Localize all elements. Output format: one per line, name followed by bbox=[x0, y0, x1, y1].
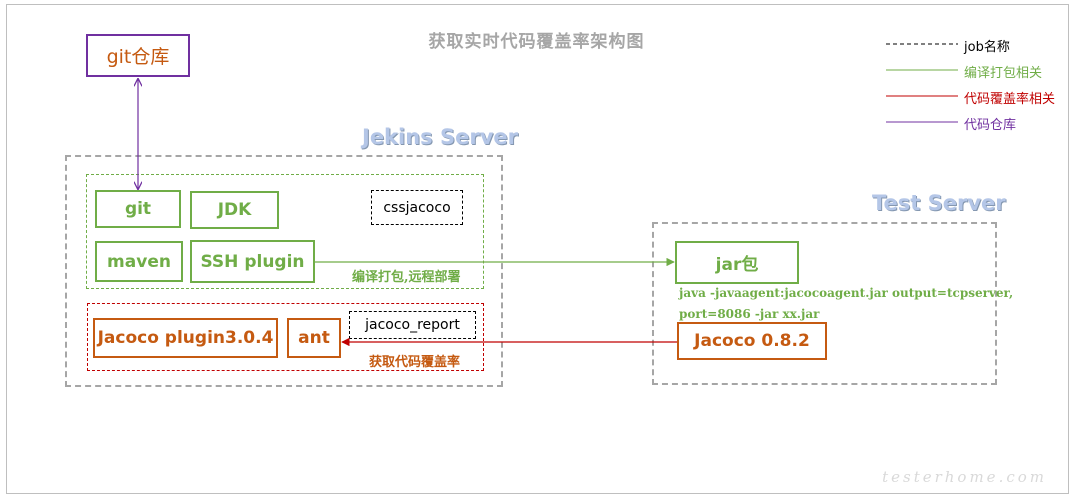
ant-label: ant bbox=[298, 328, 330, 348]
jar-label: jar包 bbox=[715, 255, 759, 275]
jenkins-tools-group bbox=[86, 174, 484, 289]
jenkins-coverage-group bbox=[87, 303, 484, 371]
jacoco-agent-node: Jacoco 0.8.2 bbox=[677, 322, 827, 360]
legend-item-job: job名称 bbox=[964, 40, 1010, 55]
legend-item-coverage: 代码覆盖率相关 bbox=[964, 92, 1056, 107]
test-server-box bbox=[652, 222, 997, 385]
fetch-coverage-edge-label: 获取代码覆盖率 bbox=[369, 355, 461, 370]
legend-item-build: 编译打包相关 bbox=[964, 66, 1043, 81]
jacoco-plugin-node: Jacoco plugin3.0.4 bbox=[93, 318, 278, 358]
jar-node: jar包 bbox=[675, 241, 799, 284]
jacoco-plugin-label: Jacoco plugin3.0.4 bbox=[97, 328, 274, 348]
maven-tool-label: maven bbox=[107, 251, 171, 272]
git-tool-label: git bbox=[124, 199, 152, 219]
agent-command-line-2: port=8086 -jar xx.jar bbox=[679, 307, 820, 321]
git-tool-node: git bbox=[95, 190, 181, 228]
jdk-tool-label: JDK bbox=[217, 200, 252, 220]
build-deploy-edge-label: 编译打包,远程部署 bbox=[352, 270, 461, 285]
legend-item-repo: 代码仓库 bbox=[964, 118, 1017, 133]
maven-tool-node: maven bbox=[95, 241, 183, 282]
test-server-label: Test Server bbox=[872, 191, 1006, 215]
build-job-name: cssjacoco bbox=[371, 190, 463, 225]
coverage-job-name: jacoco_report bbox=[349, 311, 476, 339]
watermark: testerhome.com bbox=[882, 468, 1047, 486]
git-repo-node: git仓库 bbox=[86, 34, 190, 77]
ssh-plugin-node: SSH plugin bbox=[190, 240, 315, 283]
ant-node: ant bbox=[287, 318, 341, 358]
agent-command-line-1: java -javaagent:jacocoagent.jar output=t… bbox=[679, 286, 1014, 300]
jacoco-agent-label: Jacoco 0.8.2 bbox=[694, 331, 810, 351]
jenkins-server-label: Jekins Server bbox=[362, 125, 518, 149]
jenkins-server-box bbox=[65, 155, 503, 387]
diagram-frame bbox=[6, 4, 1069, 494]
ssh-plugin-label: SSH plugin bbox=[200, 251, 305, 272]
git-repo-label: git仓库 bbox=[106, 46, 170, 68]
jdk-tool-node: JDK bbox=[190, 191, 279, 229]
diagram-title: 获取实时代码覆盖率架构图 bbox=[428, 32, 645, 52]
build-job-label: cssjacoco bbox=[383, 199, 451, 216]
coverage-job-label: jacoco_report bbox=[365, 317, 460, 333]
